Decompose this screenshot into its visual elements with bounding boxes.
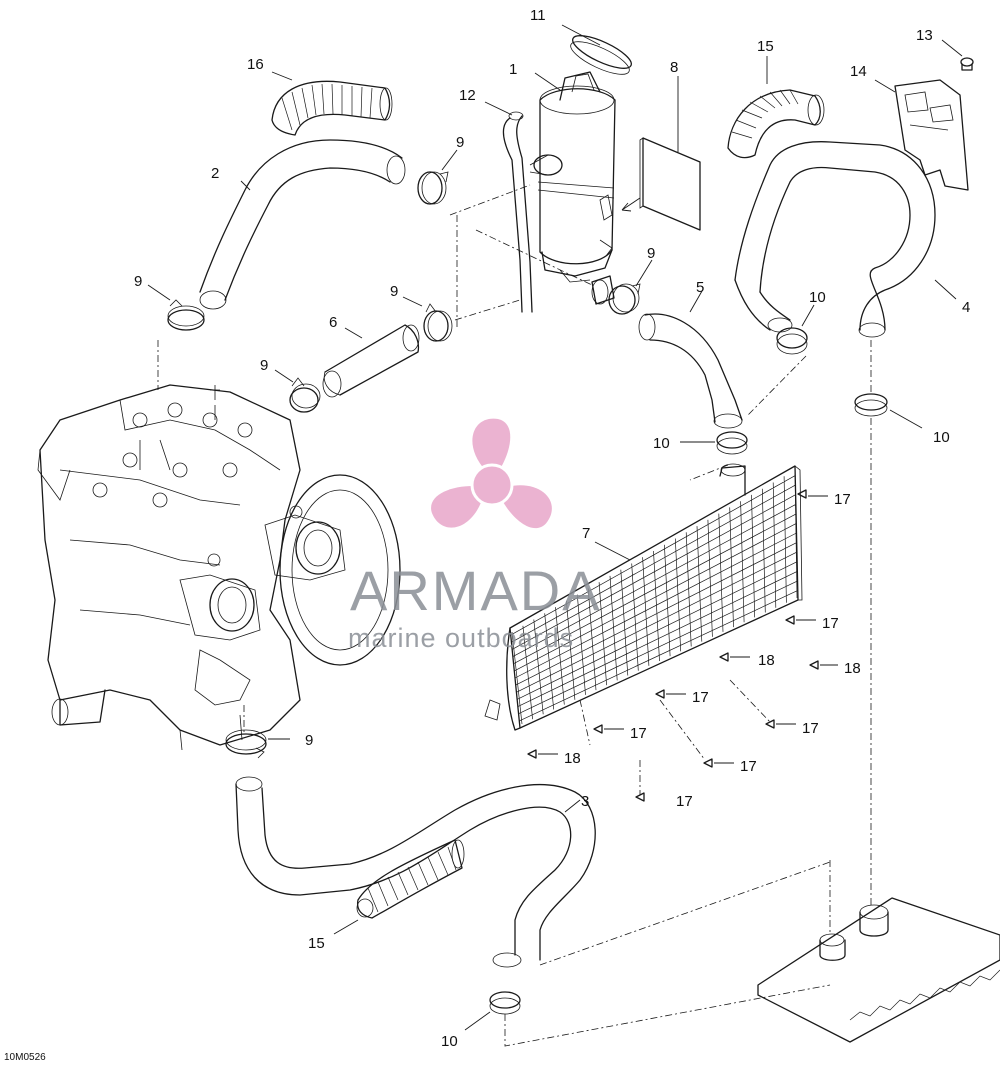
- callout-17-g: 17: [676, 793, 693, 810]
- fastener-17-a: [797, 489, 807, 499]
- callout-9-c: 9: [390, 283, 398, 300]
- callout-17-a: 17: [834, 491, 851, 508]
- clamp-10-b: [854, 393, 888, 417]
- callout-1: 1: [509, 61, 517, 78]
- callout-8: 8: [670, 59, 678, 76]
- propeller-icon: [431, 418, 552, 529]
- callout-9-d: 9: [260, 357, 268, 374]
- expansion-tank-1: [529, 71, 616, 283]
- callout-10-d: 10: [441, 1033, 458, 1050]
- fastener-18-b: [809, 660, 819, 670]
- tank-outlet-fitting: [591, 275, 615, 305]
- heat-exchanger-7: [484, 463, 803, 731]
- callout-5: 5: [696, 279, 704, 296]
- callout-14: 14: [850, 63, 867, 80]
- hose-4: [734, 141, 936, 338]
- callout-13: 13: [916, 27, 933, 44]
- callout-18-b: 18: [844, 660, 861, 677]
- leader-lines: [147, 24, 963, 1031]
- callout-15-a: 15: [757, 38, 774, 55]
- hose-15-lower: [356, 839, 465, 919]
- fastener-17-d: [765, 719, 775, 729]
- clamp-9-a: [167, 299, 205, 331]
- bracket-14: [894, 79, 969, 191]
- clamp-9-b: [417, 171, 449, 205]
- cap-11: [570, 35, 632, 75]
- callout-10-b: 10: [933, 429, 950, 446]
- clamp-10-a: [776, 327, 808, 355]
- callout-17-e: 17: [630, 725, 647, 742]
- clamp-9-d: [289, 377, 321, 413]
- callout-17-f: 17: [740, 758, 757, 775]
- callout-6: 6: [329, 314, 337, 331]
- callout-18-c: 18: [564, 750, 581, 767]
- callout-9-a: 9: [134, 273, 142, 290]
- callout-9-b: 9: [456, 134, 464, 151]
- callout-17-d: 17: [802, 720, 819, 737]
- callout-labels: 1 2 3 4 5 6 7 8 9 9 9 9 9 9 10 10 10 10 …: [4, 7, 970, 1063]
- callout-3: 3: [581, 793, 589, 810]
- clamp-9-c: [423, 303, 453, 342]
- engine-block: [37, 384, 401, 751]
- callout-15-b: 15: [308, 935, 325, 952]
- callout-11: 11: [530, 7, 546, 24]
- clamp-9-e: [608, 283, 641, 315]
- hose-5: [638, 313, 743, 429]
- fastener-17-c: [655, 689, 665, 699]
- fastener-17-f: [703, 758, 713, 768]
- callout-17-c: 17: [692, 689, 709, 706]
- assembly-lines: [157, 184, 872, 1047]
- hose-15-upper: [727, 89, 825, 159]
- watermark: ARMADA marine outboards: [348, 418, 602, 653]
- fastener-18-a: [719, 652, 729, 662]
- overflow-hose-12: [502, 111, 533, 313]
- fastener-18-c: [527, 749, 537, 759]
- hose-16-corrugated: [271, 80, 393, 136]
- callout-10-c: 10: [653, 435, 670, 452]
- fastener-17-e: [593, 724, 603, 734]
- clamp-10-c: [716, 431, 748, 455]
- callout-4: 4: [962, 299, 970, 316]
- hull-cooler-plate: [757, 897, 1000, 1043]
- callout-7: 7: [582, 525, 590, 542]
- hose-3: [235, 776, 596, 968]
- hose-6: [322, 324, 420, 398]
- callout-17-b: 17: [822, 615, 839, 632]
- callout-16: 16: [247, 56, 264, 73]
- callout-12: 12: [459, 87, 476, 104]
- screw-13: [960, 57, 974, 71]
- drawing-code: 10M0526: [4, 1052, 46, 1063]
- sticker-8: [639, 137, 701, 231]
- hose-2: [199, 139, 406, 310]
- callout-18-a: 18: [758, 652, 775, 669]
- callout-9-f: 9: [305, 732, 313, 749]
- callout-10-a: 10: [809, 289, 826, 306]
- callout-9-e: 9: [647, 245, 655, 262]
- callout-2: 2: [211, 165, 219, 182]
- clamp-10-d: [489, 991, 521, 1015]
- fastener-17-b: [785, 615, 795, 625]
- watermark-tagline: marine outboards: [348, 623, 574, 653]
- clamp-9-f: [225, 729, 267, 759]
- watermark-brand: ARMADA: [350, 559, 602, 622]
